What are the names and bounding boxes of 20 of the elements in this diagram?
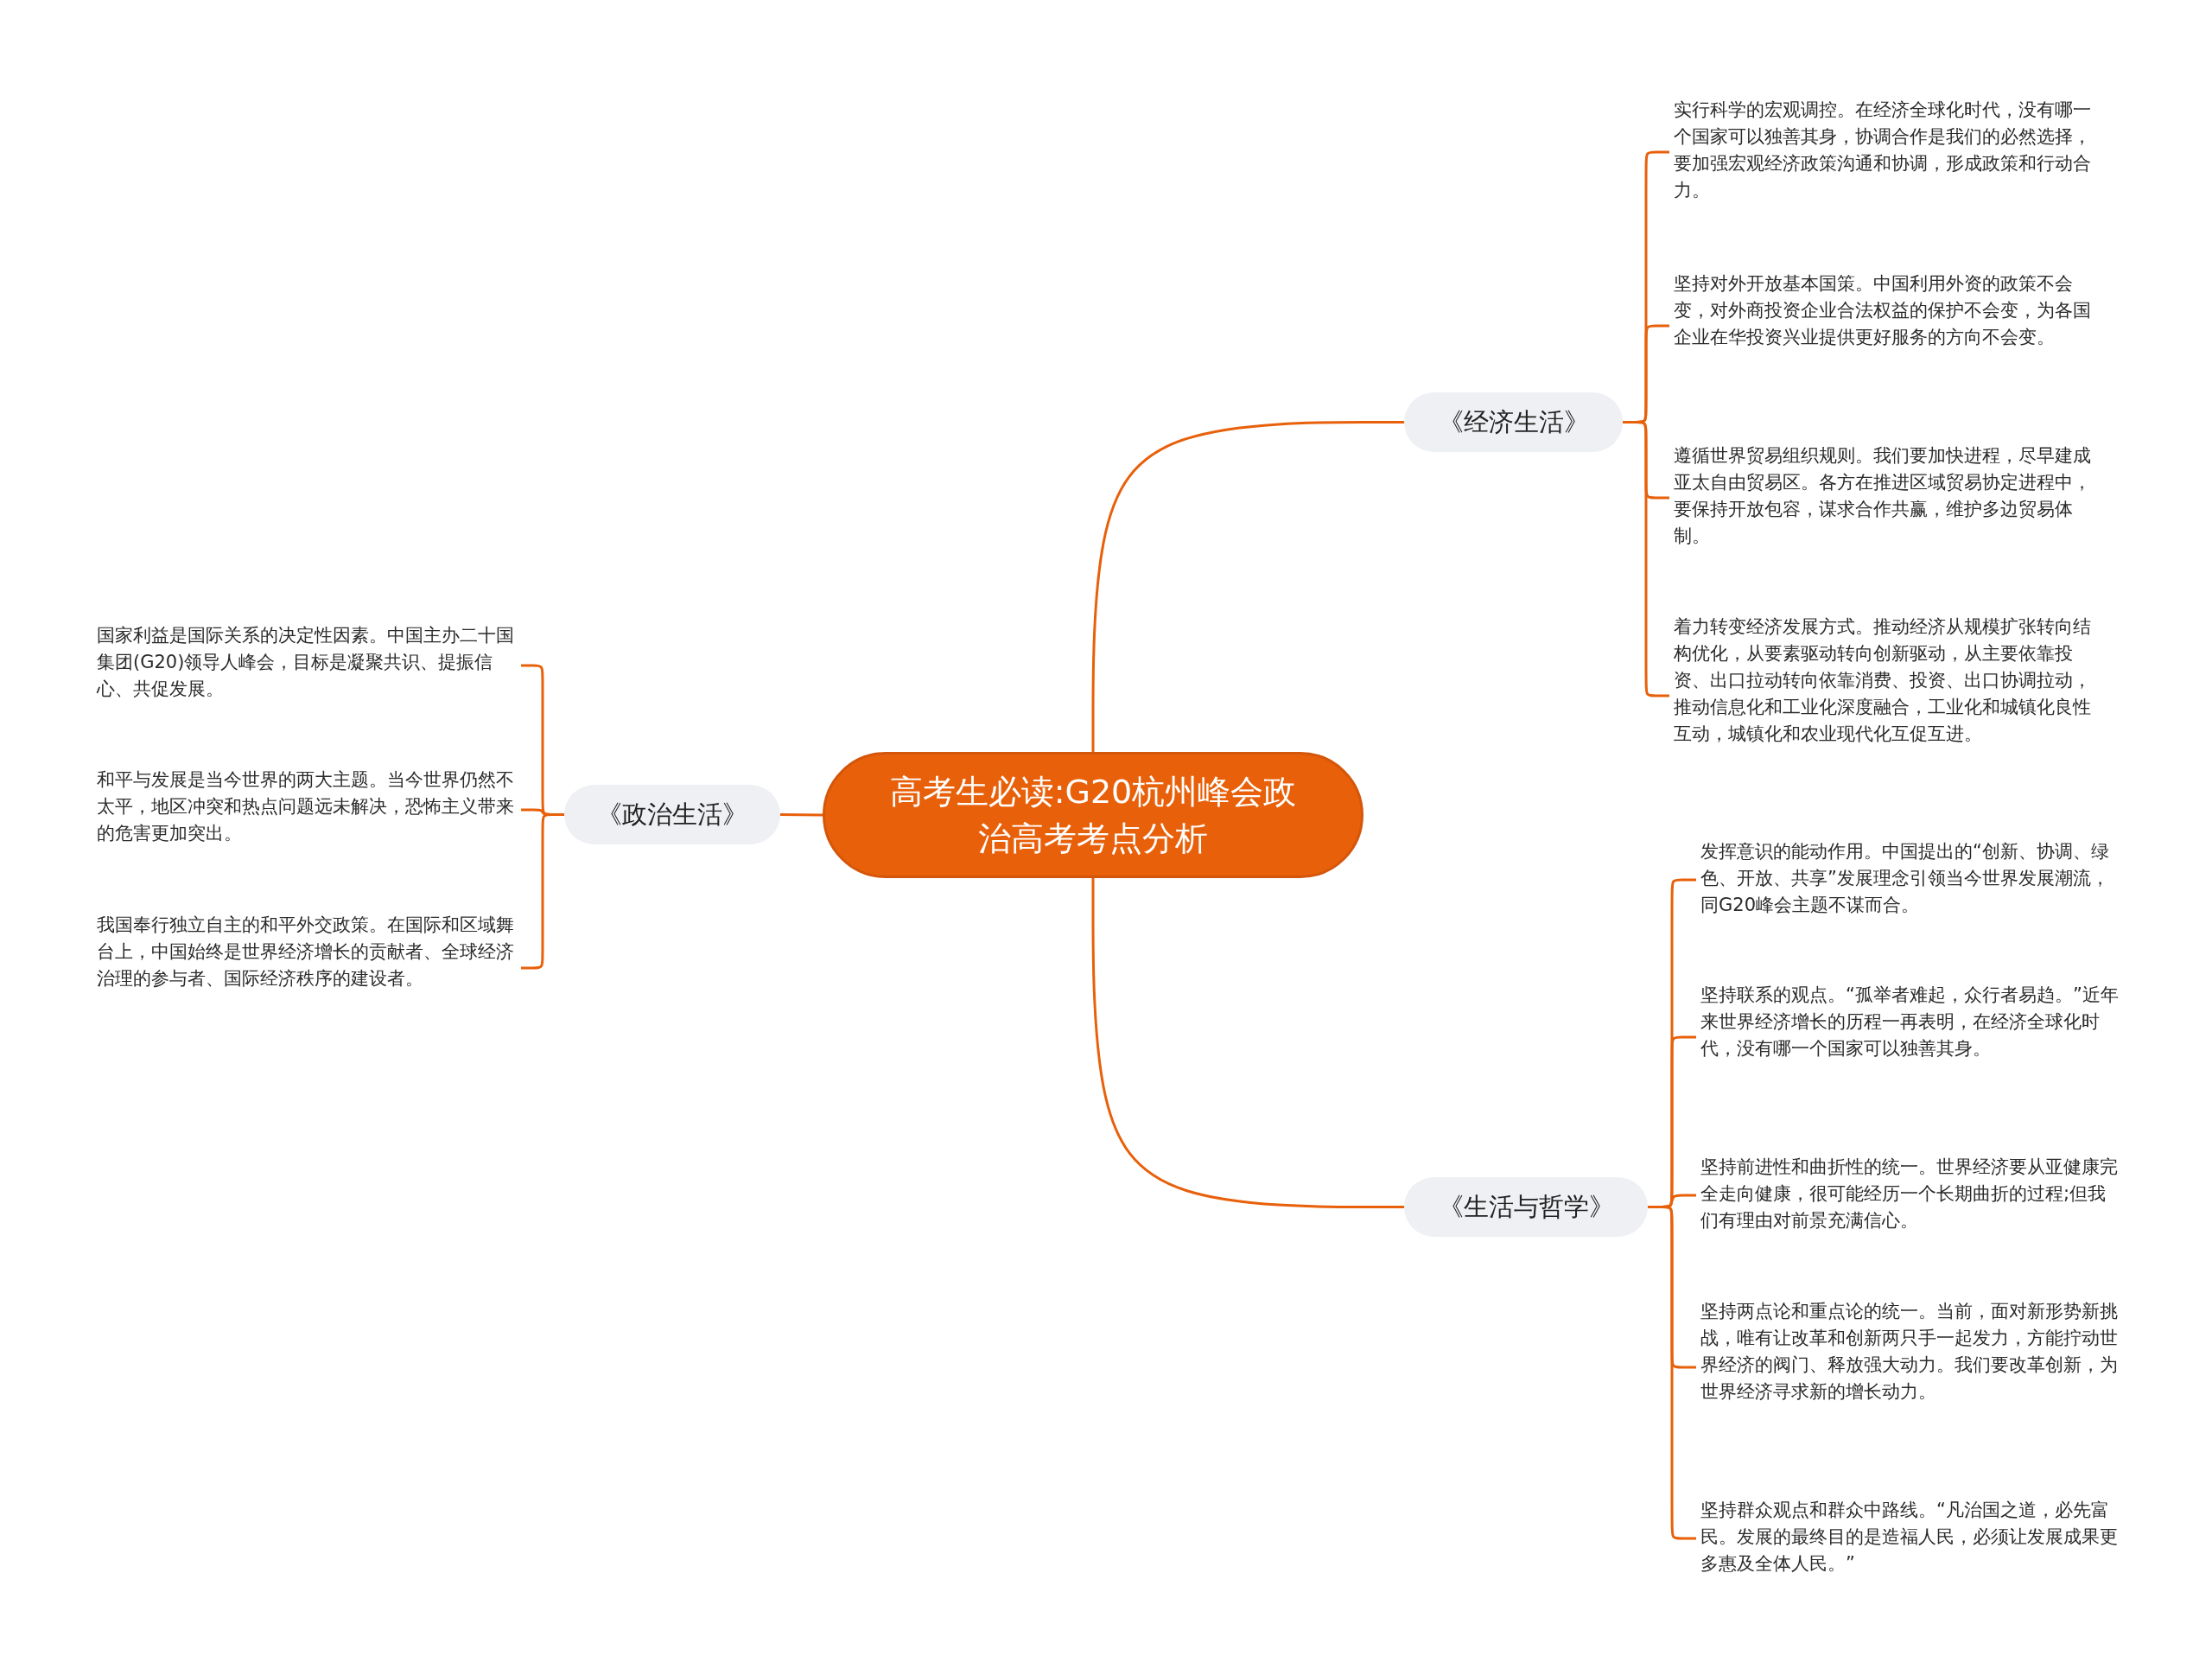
note-text: 坚持前进性和曲折性的统一。世界经济要从亚健康完全走向健康，很可能经历一个长期曲折的过程;但我们有理由对前景充满信心。	[1700, 1154, 2124, 1237]
connector-line	[1091, 878, 1404, 1208]
note-text: 坚持两点论和重点论的统一。当前，面对新形势新挑战，唯有让改革和创新两只手一起发力，方能拧动世界经济的阀门、释放强大动力。我们要改革创新，为世界经济寻求新的增长动力。	[1700, 1298, 2124, 1436]
connector-line	[1091, 421, 1404, 752]
central-topic: 高考生必读:G20杭州峰会政治高考考点分析	[823, 752, 1363, 878]
note-text: 发挥意识的能动作用。中国提出的“创新、协调、绿色、开放、共享”发展理念引领当今世界发展潮流，同G20峰会主题不谋而合。	[1700, 838, 2124, 921]
note-text: 坚持联系的观点。“孤举者难起，众行者易趋。”近年来世界经济增长的历程一再表明，在经济全球化时代，没有哪一个国家可以独善其身。	[1700, 982, 2124, 1092]
note-text: 国家利益是国际关系的决定性因素。中国主办二十国集团(G20)领导人峰会，目标是凝聚共识、提振信心、共促发展。	[97, 622, 517, 709]
note-text: 和平与发展是当今世界的两大主题。当今世界仍然不太平，地区冲突和热点问题远未解决，恐怖主义带来的危害更加突出。	[97, 767, 517, 853]
note-text: 实行科学的宏观调控。在经济全球化时代，没有哪一个国家可以独善其身，协调合作是我们的必然选择，要加强宏观经济政策沟通和协调，形成政策和行动合力。	[1674, 97, 2097, 207]
note-text: 坚持对外开放基本国策。中国利用外资的政策不会变，对外商投资企业合法权益的保护不会变，为各国企业在华投资兴业提供更好服务的方向不会变。	[1674, 271, 2097, 381]
topic-pill: 《经济生活》	[1404, 392, 1623, 452]
note-text: 我国奉行独立自主的和平外交政策。在国际和区域舞台上，中国始终是世界经济增长的贡献者、全球经济治理的参与者、国际经济秩序的建设者。	[97, 912, 517, 1024]
note-text: 遵循世界贸易组织规则。我们要加快进程，尽早建成亚太自由贸易区。各方在推进区域贸易协定进程中，要保持开放包容，谋求合作共赢，维护多边贸易体制。	[1674, 443, 2097, 553]
connector-line	[780, 813, 823, 817]
connector-line	[1648, 1206, 1696, 1540]
topic-pill: 《政治生活》	[564, 785, 780, 844]
note-text: 着力转变经济发展方式。推动经济从规模扩张转向结构优化，从要素驱动转向创新驱动，从主要依靠投资、出口拉动转向依靠消费、投资、出口协调拉动，推动信息化和工业化深度融合，工业化和城镇化良性互动，城镇化和农业现代化互促互进。	[1674, 614, 2097, 778]
topic-pill: 《生活与哲学》	[1404, 1177, 1648, 1237]
note-text: 坚持群众观点和群众中路线。“凡治国之道，必先富民。发展的最终目的是造福人民，必须让发展成果更多惠及全体人民。”	[1700, 1497, 2124, 1580]
